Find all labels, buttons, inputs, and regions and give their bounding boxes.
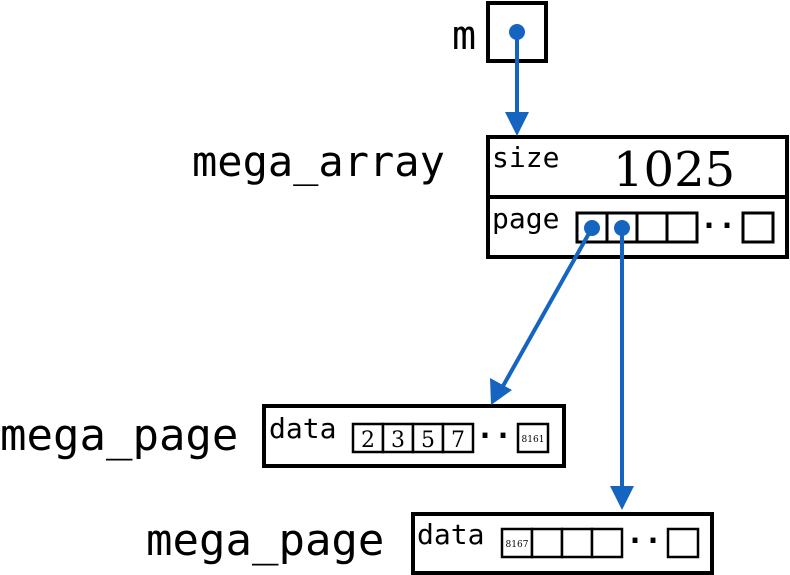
page2-data-field: data	[417, 518, 484, 551]
arrowhead-page0-to-page1	[490, 378, 512, 405]
page1-value-0: 2	[361, 428, 375, 453]
page1-value-3: 7	[451, 428, 465, 453]
arrowhead-m-to-array	[505, 112, 529, 136]
page2-cell-2	[560, 527, 594, 559]
page1-value-2: 5	[421, 428, 435, 453]
mega-array-label: mega_array	[192, 137, 445, 186]
page1-value-last: 8161	[522, 435, 545, 445]
size-field-label: size	[492, 141, 559, 174]
page1-cell-last	[516, 422, 550, 454]
page2-cell-3	[590, 527, 624, 559]
page-cell-2	[635, 211, 669, 244]
pointer-label: m	[452, 13, 476, 59]
page1-cell-3	[441, 422, 475, 454]
page-cell-3	[665, 211, 699, 244]
arrowhead-page1-to-page2	[610, 486, 634, 510]
page-field-label: page	[492, 202, 559, 235]
page1-label: mega_page	[0, 410, 238, 461]
page2-label: mega_page	[146, 515, 384, 566]
page1-cell-0	[351, 422, 385, 454]
arrow-page0-to-page1	[501, 227, 594, 387]
page2-value-first: 8167	[506, 540, 529, 550]
page-cell-last	[741, 211, 775, 244]
page1-data-field: data	[269, 412, 336, 445]
page2-cell-last	[666, 527, 700, 559]
size-value: 1025	[613, 142, 735, 198]
page1-value-1: 3	[391, 428, 405, 453]
page2-cell-1	[530, 527, 564, 559]
